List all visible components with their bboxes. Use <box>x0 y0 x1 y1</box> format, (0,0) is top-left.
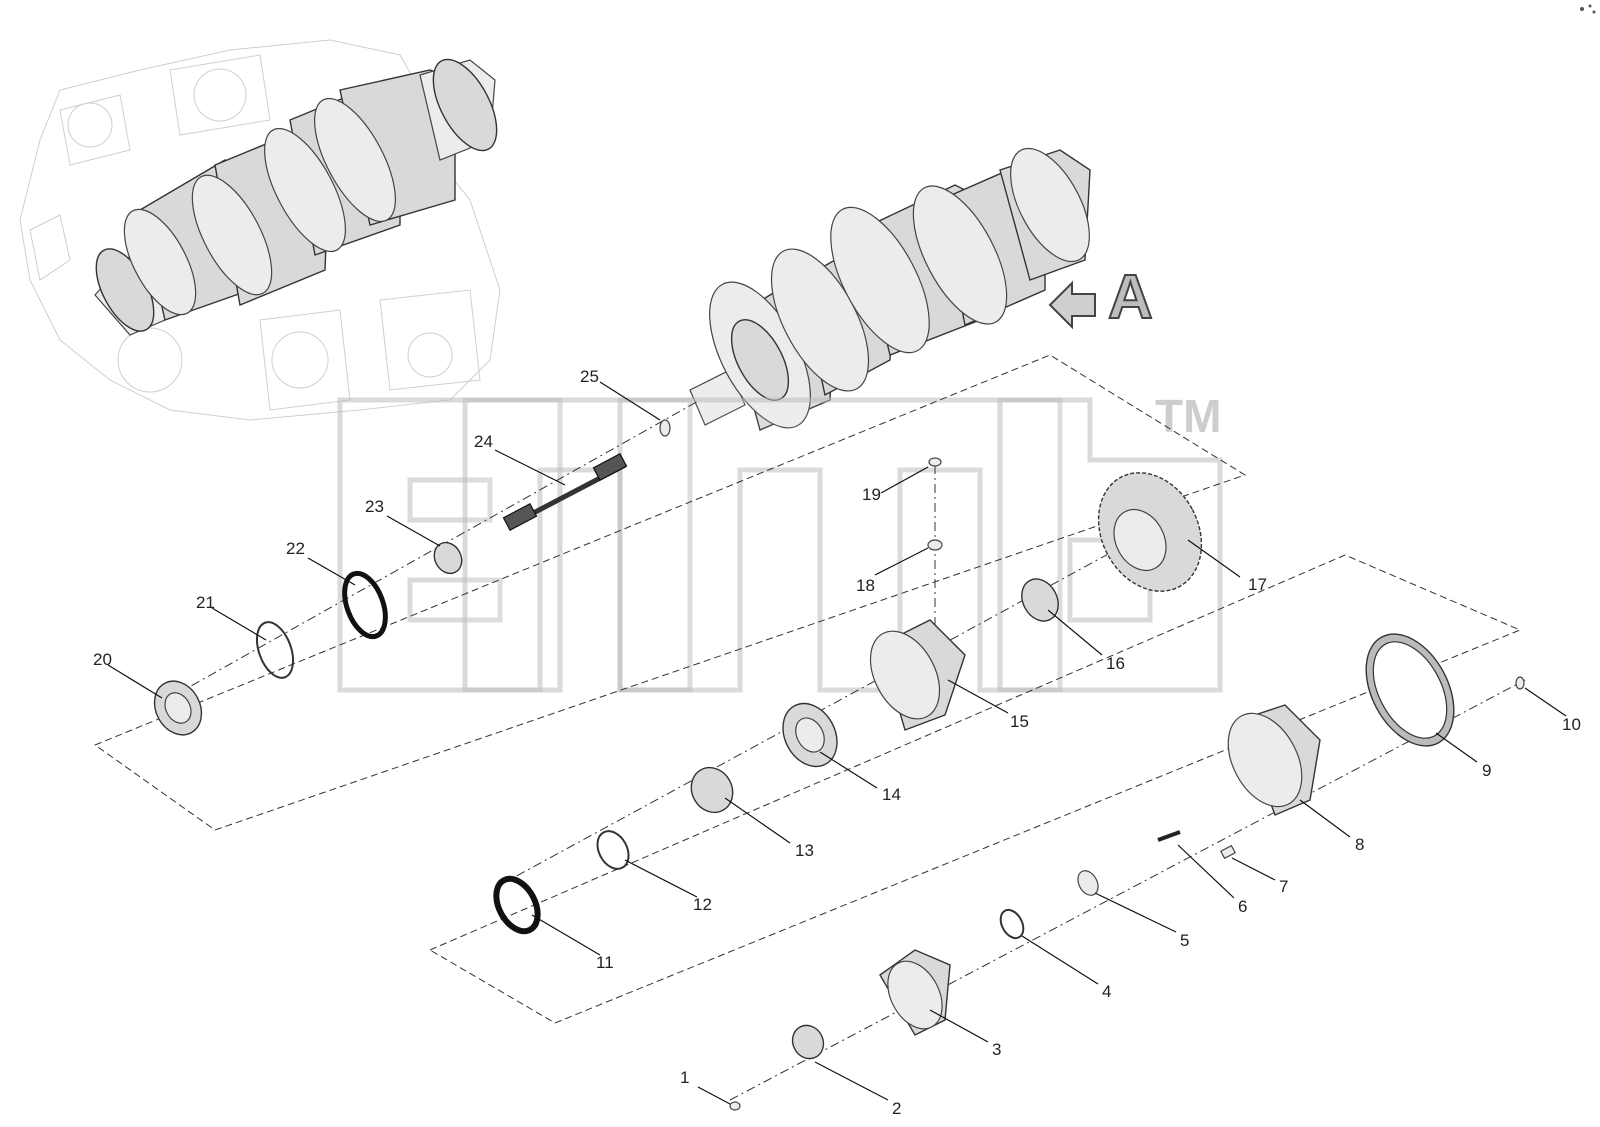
part-10-screw <box>1515 676 1525 690</box>
callout-17: 17 <box>1248 575 1267 594</box>
callout-25: 25 <box>580 367 599 386</box>
callout-3: 3 <box>992 1040 1001 1059</box>
clutch-shaft-assembly <box>689 147 1091 431</box>
part-19-pin <box>928 457 942 467</box>
watermark-tm: TM <box>1155 390 1221 442</box>
part-6-pin <box>1157 830 1181 842</box>
part-17-gear <box>1097 472 1203 592</box>
part-13-sleeve <box>690 766 734 814</box>
part-1-bolt <box>729 1101 741 1111</box>
callout-2: 2 <box>892 1099 901 1118</box>
part-14-bearing <box>782 702 838 768</box>
callout-14: 14 <box>882 785 901 804</box>
callout-7: 7 <box>1279 877 1288 896</box>
part-11-seal <box>493 875 541 935</box>
callout-9: 9 <box>1482 761 1491 780</box>
callout-18: 18 <box>856 576 875 595</box>
part-24-shaft <box>502 452 628 532</box>
part-4-ring <box>999 908 1025 940</box>
part-15-carrier <box>869 619 966 731</box>
part-25-ring <box>659 419 671 437</box>
callout-5: 5 <box>1180 931 1189 950</box>
assembly-axes <box>174 399 1526 1101</box>
part-3-flange <box>879 949 951 1036</box>
part-18-washer <box>927 539 943 551</box>
callout-22: 22 <box>286 539 305 558</box>
callout-10: 10 <box>1562 715 1581 734</box>
assembly-boundaries <box>93 354 1522 1024</box>
callout-13: 13 <box>795 841 814 860</box>
part-22-seal-ring <box>342 570 388 640</box>
installed-shaft-assembly <box>94 58 498 336</box>
callout-15: 15 <box>1010 712 1029 731</box>
callout-1: 1 <box>680 1068 689 1087</box>
callout-20: 20 <box>93 650 112 669</box>
part-7-bolt <box>1220 844 1236 860</box>
callout-19: 19 <box>862 485 881 504</box>
view-arrow-a: A <box>1048 262 1154 333</box>
part-9-gasket <box>1365 633 1455 747</box>
view-label: A <box>1108 263 1153 332</box>
callout-8: 8 <box>1355 835 1364 854</box>
part-8-cover <box>1227 704 1321 816</box>
part-20-bearing <box>153 680 203 736</box>
part-2-cap <box>791 1024 825 1060</box>
callout-4: 4 <box>1102 982 1111 1001</box>
callout-6: 6 <box>1238 897 1247 916</box>
leader-lines <box>107 381 1567 1105</box>
part-23-bushing <box>433 541 463 575</box>
callout-12: 12 <box>693 895 712 914</box>
callout-labels: 1 2 3 4 5 6 7 8 9 10 11 12 13 14 15 16 1… <box>93 367 1581 1118</box>
callout-16: 16 <box>1106 654 1125 673</box>
part-5-nut <box>1077 870 1099 896</box>
part-12-o-ring <box>596 830 630 870</box>
callout-21: 21 <box>196 593 215 612</box>
callout-24: 24 <box>474 432 493 451</box>
callout-11: 11 <box>596 953 614 972</box>
corner-mark <box>1580 4 1596 14</box>
callout-23: 23 <box>365 497 384 516</box>
part-21-snap-ring <box>255 621 295 679</box>
